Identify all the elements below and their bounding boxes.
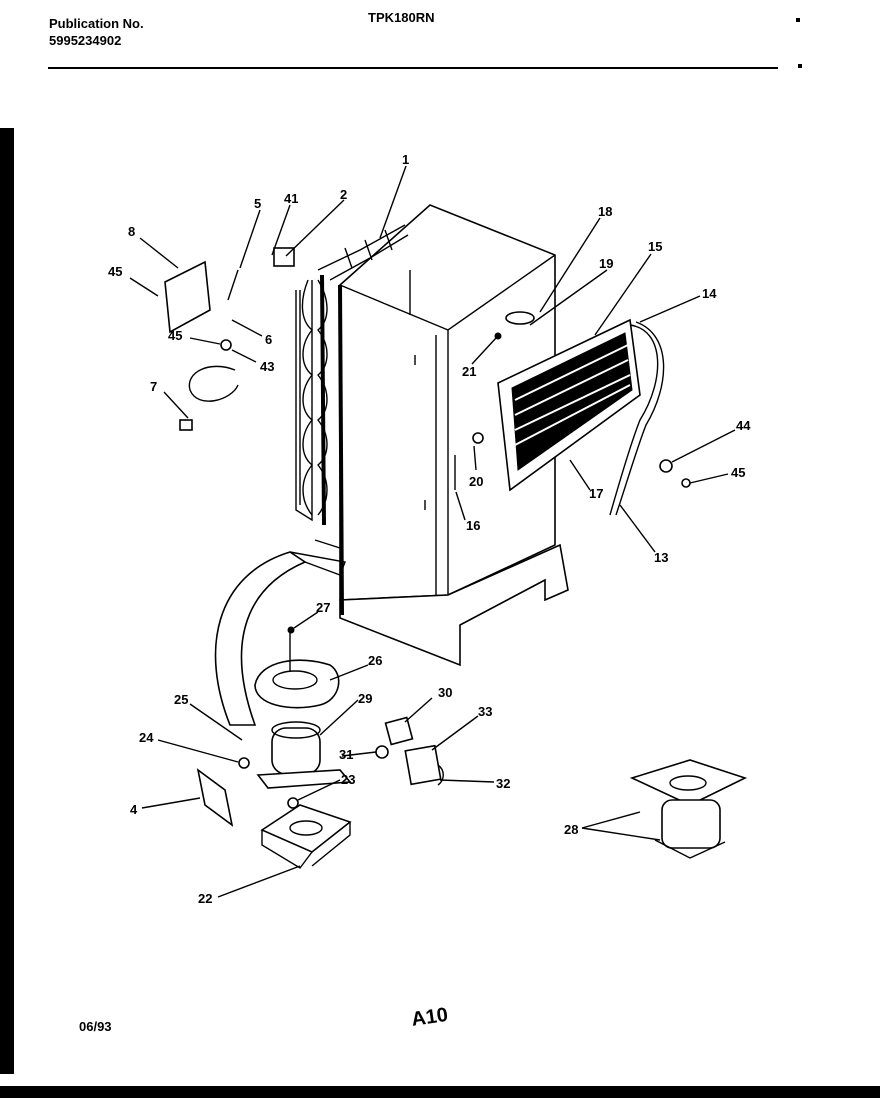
callout-27: 27: [316, 600, 330, 615]
revision-date: 06/93: [79, 1019, 112, 1034]
callout-5: 5: [254, 196, 261, 211]
callout-17: 17: [589, 486, 603, 501]
callout-29: 29: [358, 691, 372, 706]
scan-border-bottom: [0, 1086, 880, 1098]
callout-13: 13: [654, 550, 668, 565]
callout-32: 32: [496, 776, 510, 791]
callout-7: 7: [150, 379, 157, 394]
compressor: [256, 721, 352, 789]
callout-2: 2: [340, 187, 347, 202]
corner-mark: [798, 64, 802, 68]
callout-19: 19: [599, 256, 613, 271]
publication-label: Publication No.: [49, 16, 144, 31]
publication-number: 5995234902: [49, 33, 122, 48]
callout-1: 1: [402, 152, 409, 167]
callout-33: 33: [478, 704, 492, 719]
callout-45-left: 45: [108, 264, 122, 279]
drain-hose: [214, 539, 346, 726]
callout-6: 6: [265, 332, 272, 347]
callout-45-right: 45: [731, 465, 745, 480]
callout-25: 25: [174, 692, 188, 707]
scan-border-left: [0, 128, 14, 1074]
compressor-mount-assembly: [629, 759, 748, 859]
callout-8: 8: [128, 224, 135, 239]
callout-24: 24: [139, 730, 154, 745]
compressor-base: [260, 804, 352, 869]
condenser-coil: [295, 224, 409, 526]
callout-4: 4: [130, 802, 138, 817]
small-parts: [164, 247, 691, 827]
callout-16: 16: [466, 518, 480, 533]
corner-mark: [796, 18, 800, 22]
callout-20: 20: [469, 474, 483, 489]
callout-31: 31: [339, 747, 353, 762]
drain-pan: [254, 630, 340, 709]
callout-44: 44: [736, 418, 751, 433]
callout-30: 30: [438, 685, 452, 700]
evaporator: [497, 318, 665, 516]
header-rule: [48, 67, 778, 69]
callout-43: 43: [260, 359, 274, 374]
callout-23: 23: [341, 772, 355, 787]
leader-lines: [129, 165, 736, 898]
callout-18: 18: [598, 204, 612, 219]
model-number: TPK180RN: [368, 10, 435, 25]
callout-21: 21: [462, 364, 476, 379]
callout-41: 41: [284, 191, 298, 206]
cabinet-assembly: [338, 204, 569, 667]
callout-45-mid: 45: [168, 328, 182, 343]
relay-overload: [375, 716, 444, 786]
callout-14: 14: [702, 286, 717, 301]
callout-28: 28: [564, 822, 578, 837]
callout-22: 22: [198, 891, 212, 906]
callout-numbers: 1 2 5 41 8 45 6 45 43 7 18 15 19 14 21 2…: [108, 152, 751, 906]
callout-26: 26: [368, 653, 382, 668]
callout-15: 15: [648, 239, 662, 254]
